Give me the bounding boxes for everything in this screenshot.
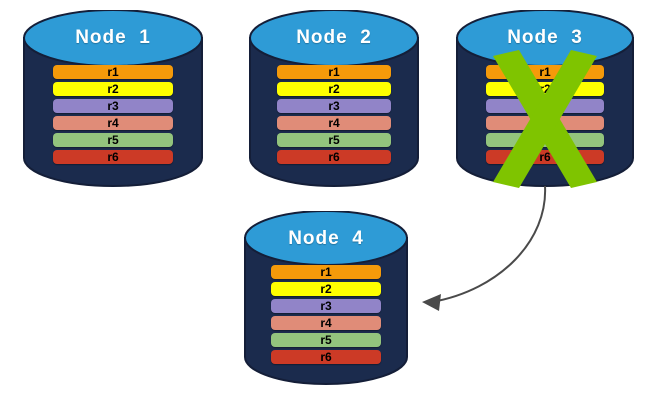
- arrow-head: [422, 294, 441, 311]
- row-label: r2: [328, 82, 340, 96]
- row-stack: r1 r2 r3 r4 r5 r6: [243, 265, 409, 364]
- row-bar[interactable]: r3: [271, 299, 381, 313]
- row-label: r5: [328, 133, 340, 147]
- row-label: r3: [328, 99, 340, 113]
- row-label: r6: [107, 150, 119, 164]
- row-bar[interactable]: r2: [277, 82, 391, 96]
- row-bar[interactable]: r4: [277, 116, 391, 130]
- row-bar[interactable]: r1: [277, 65, 391, 79]
- row-label: r1: [328, 65, 340, 79]
- row-label: r2: [320, 282, 332, 296]
- arrow-curve: [431, 185, 547, 303]
- row-bar[interactable]: r2: [53, 82, 173, 96]
- row-bar[interactable]: r3: [53, 99, 173, 113]
- row-label: r5: [320, 333, 332, 347]
- row-label: r4: [320, 316, 332, 330]
- row-bar[interactable]: r2: [271, 282, 381, 296]
- row-bar[interactable]: r6: [271, 350, 381, 364]
- row-label: r6: [320, 350, 332, 364]
- row-label: r4: [107, 116, 119, 130]
- row-bar[interactable]: r4: [271, 316, 381, 330]
- row-label: r3: [320, 299, 332, 313]
- row-bar[interactable]: r5: [271, 333, 381, 347]
- row-label: r6: [328, 150, 340, 164]
- row-label: r1: [320, 265, 332, 279]
- row-bar[interactable]: r1: [53, 65, 173, 79]
- row-stack: r1 r2 r3 r4 r5 r6: [248, 65, 420, 164]
- row-bar[interactable]: r1: [271, 265, 381, 279]
- row-stack: r1 r2 r3 r4 r5 r6: [22, 65, 204, 164]
- row-bar[interactable]: r6: [277, 150, 391, 164]
- row-label: r5: [107, 133, 119, 147]
- row-label: r2: [107, 82, 119, 96]
- row-label: r1: [107, 65, 119, 79]
- row-label: r4: [328, 116, 340, 130]
- row-bar[interactable]: r3: [277, 99, 391, 113]
- row-bar[interactable]: r4: [53, 116, 173, 130]
- row-bar[interactable]: r5: [53, 133, 173, 147]
- row-bar[interactable]: r6: [53, 150, 173, 164]
- row-bar[interactable]: r5: [277, 133, 391, 147]
- row-label: r3: [107, 99, 119, 113]
